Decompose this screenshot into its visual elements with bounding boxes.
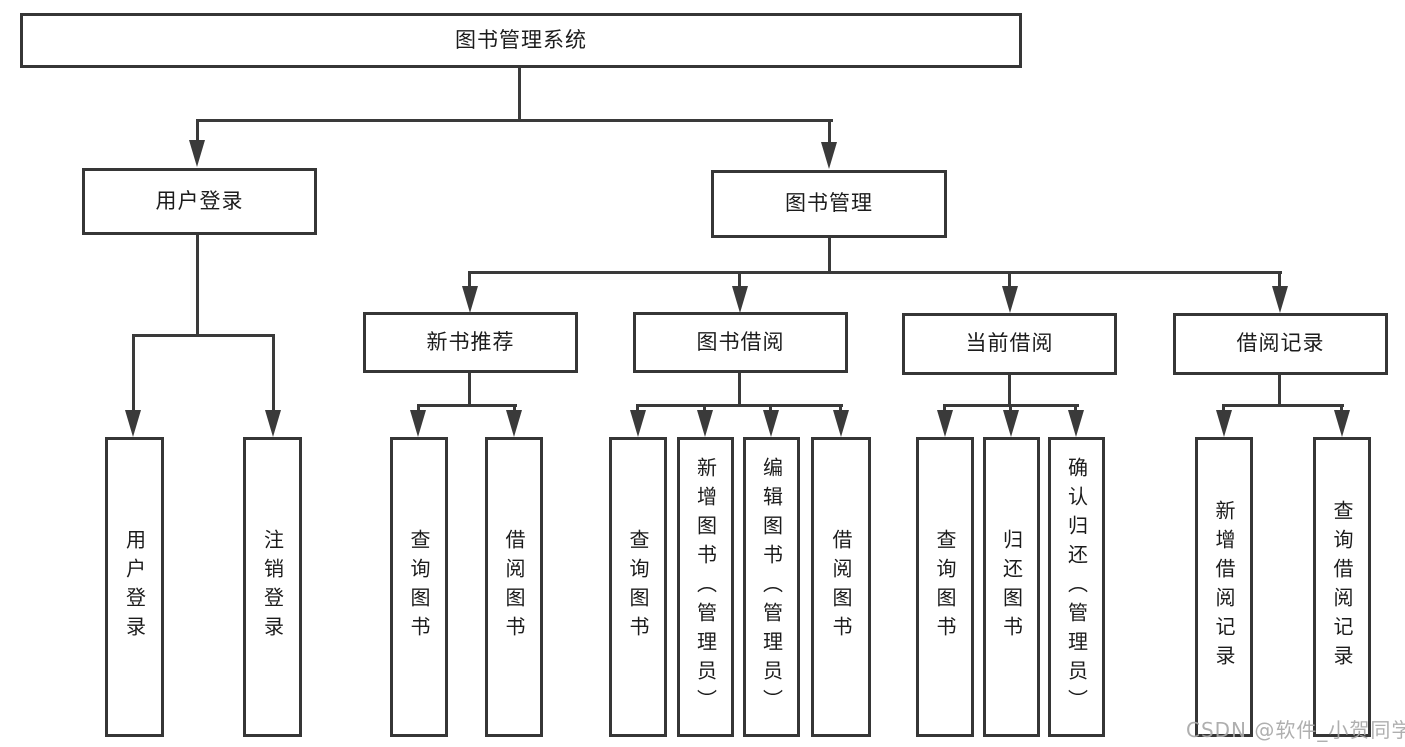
connector-stem-leaf-logout: [272, 334, 275, 412]
connector-borrowing-records-bus: [1222, 404, 1344, 407]
arrowhead-down-icon: [937, 410, 953, 437]
node-book-borrowing: 图书借阅: [633, 312, 848, 373]
node-root-library-management-system: 图书管理系统: [20, 13, 1022, 68]
arrowhead-down-icon: [1068, 410, 1084, 437]
arrowhead-down-icon: [697, 410, 713, 437]
leaf-user-login: 用户登录: [105, 437, 164, 737]
arrowhead-down-icon: [265, 410, 281, 437]
connector-user-login-drop: [196, 235, 199, 337]
connector-book-borrowing-bus: [636, 404, 843, 407]
arrowhead-down-icon: [1272, 286, 1288, 313]
leaf-add-books-admin: 新增图书（管理员）: [677, 437, 734, 737]
arrowhead-down-icon: [1003, 410, 1019, 437]
leaf-return-books: 归还图书: [983, 437, 1040, 737]
connector-book-management-bus: [468, 271, 1282, 274]
connector-borrowing-records-drop: [1278, 375, 1281, 407]
connector-stem: [703, 404, 706, 414]
arrowhead-down-icon: [506, 410, 522, 437]
leaf-query-borrow-record: 查询借阅记录: [1313, 437, 1371, 737]
node-current-borrowing: 当前借阅: [902, 313, 1117, 375]
leaf-edit-books-admin: 编辑图书（管理员）: [743, 437, 800, 737]
csdn-watermark: CSDN @软件_小贺同学: [1186, 718, 1405, 742]
connector-book-borrowing-drop: [738, 373, 741, 407]
arrowhead-down-icon: [732, 286, 748, 313]
leaf-confirm-return-admin: 确认归还（管理员）: [1048, 437, 1105, 737]
connector-stem: [769, 404, 772, 414]
node-borrowing-records: 借阅记录: [1173, 313, 1388, 375]
leaf-query-books-2: 查询图书: [609, 437, 667, 737]
node-new-book-recommendation: 新书推荐: [363, 312, 578, 373]
connector-stem-borrowing-records: [1278, 271, 1281, 287]
connector-stem: [1340, 404, 1343, 414]
leaf-borrow-books-2: 借阅图书: [811, 437, 871, 737]
connector-stem: [839, 404, 842, 414]
connector-new-book-bus: [417, 404, 517, 407]
arrowhead-down-icon: [462, 286, 478, 313]
connector-stem-book-borrowing: [738, 271, 741, 287]
connector-stem-user-login: [196, 119, 199, 147]
leaf-logout: 注销登录: [243, 437, 302, 737]
arrowhead-down-icon: [1216, 410, 1232, 437]
connector-new-book-drop: [468, 373, 471, 407]
arrowhead-down-icon: [410, 410, 426, 437]
connector-stem: [1222, 404, 1225, 414]
connector-stem-current-borrowing: [1008, 271, 1011, 287]
arrowhead-down-icon: [630, 410, 646, 437]
arrowhead-down-icon: [1002, 286, 1018, 313]
leaf-add-borrow-record: 新增借阅记录: [1195, 437, 1253, 737]
arrowhead-down-icon: [189, 140, 205, 167]
connector-stem: [1009, 404, 1012, 414]
connector-stem: [1074, 404, 1077, 414]
leaf-borrow-books-1: 借阅图书: [485, 437, 543, 737]
connector-root-drop: [518, 68, 521, 121]
leaf-query-books-1: 查询图书: [390, 437, 448, 737]
arrowhead-down-icon: [833, 410, 849, 437]
connector-stem-leaf-user-login: [132, 334, 135, 412]
connector-stem: [636, 404, 639, 414]
node-book-management: 图书管理: [711, 170, 947, 238]
connector-stem: [513, 404, 516, 414]
connector-stem-new-book: [468, 271, 471, 287]
connector-user-login-bus: [132, 334, 275, 337]
leaf-query-books-3: 查询图书: [916, 437, 974, 737]
connector-stem: [943, 404, 946, 414]
arrowhead-down-icon: [1334, 410, 1350, 437]
arrowhead-down-icon: [763, 410, 779, 437]
connector-root-bus: [196, 119, 833, 122]
connector-current-borrowing-drop: [1008, 375, 1011, 407]
node-user-login: 用户登录: [82, 168, 317, 235]
connector-stem: [417, 404, 420, 414]
connector-book-management-drop: [828, 238, 831, 274]
connector-stem-book-management: [828, 119, 831, 147]
arrowhead-down-icon: [125, 410, 141, 437]
arrowhead-down-icon: [821, 142, 837, 169]
